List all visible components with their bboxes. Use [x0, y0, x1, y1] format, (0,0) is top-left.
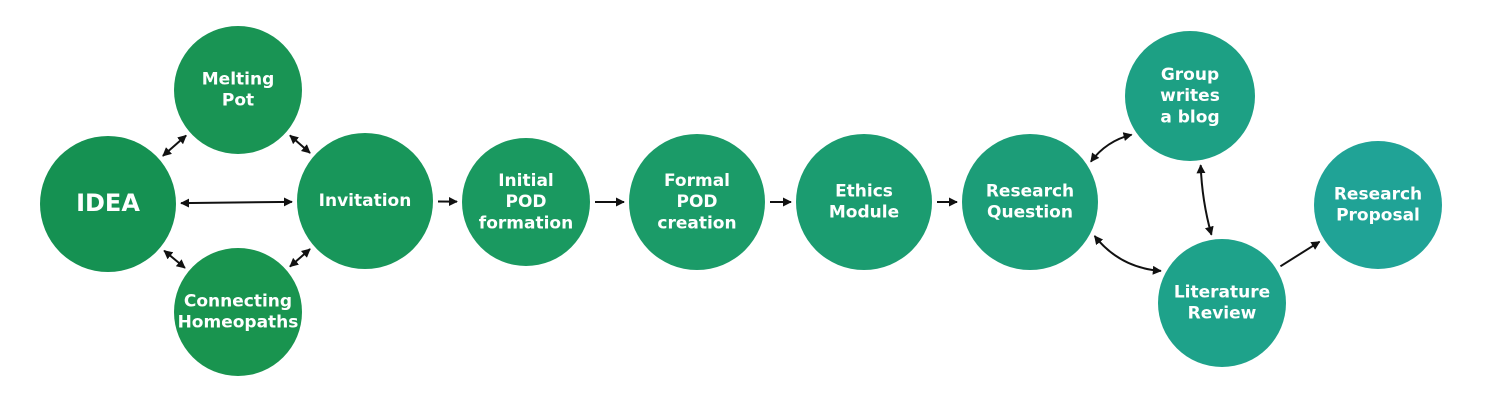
edge-arrow-idea-to-melting [162, 134, 187, 157]
node-label-line: writes [1160, 86, 1220, 106]
edge-arrow-idea-to-connecting [163, 249, 186, 269]
edge-arrow-idea-to-invitation [180, 197, 293, 208]
node-label-line: Melting [202, 69, 275, 89]
node-label-line: Literature [1174, 282, 1270, 302]
node-label-line: Homeopaths [178, 313, 299, 333]
node-label-line: formation [479, 213, 573, 233]
node-label-line: Research [986, 181, 1074, 201]
node-invitation: Invitation [297, 133, 433, 269]
node-circle [962, 134, 1098, 270]
node-circle [462, 138, 590, 266]
node-label-line: creation [657, 213, 736, 233]
node-label-line: Pot [222, 91, 254, 111]
node-label-line: Question [987, 203, 1073, 223]
node-idea: IDEA [40, 136, 176, 272]
edge-arrow-research-q-to-blog [1090, 132, 1133, 163]
node-label-line: POD [676, 192, 717, 212]
node-circle [796, 134, 932, 270]
node-label-line: Connecting [184, 291, 292, 311]
node-label-line: Group [1161, 65, 1219, 85]
node-circle [1158, 239, 1286, 367]
node-label: Invitation [319, 191, 412, 211]
node-circle [1314, 141, 1442, 269]
node-label-line: Initial [498, 171, 554, 191]
node-label-line: Review [1188, 304, 1257, 324]
node-label-line: Formal [664, 171, 730, 191]
node-circle [174, 26, 302, 154]
edge-arrow-connecting-to-invitation [289, 248, 311, 268]
node-label-line: POD [505, 192, 546, 212]
node-circle [40, 136, 176, 272]
edge-arrow-melting-to-invitation [289, 134, 311, 154]
node-label-line: IDEA [76, 189, 140, 217]
edge-arrow-blog-to-literature [1196, 164, 1214, 236]
node-label-line: Invitation [319, 191, 412, 211]
edge-arrow-research-q-to-literature [1093, 235, 1162, 275]
node-label-line: Proposal [1336, 206, 1420, 226]
node-label-line: Ethics [835, 181, 893, 201]
node-label-line: a blog [1160, 107, 1219, 127]
node-circle [1125, 31, 1255, 161]
node-circle [174, 248, 302, 376]
node-label: IDEA [76, 189, 140, 217]
node-circle [629, 134, 765, 270]
edge-arrow-literature-to-proposal [1279, 240, 1321, 268]
node-label-line: Research [1334, 184, 1422, 204]
node-circle [297, 133, 433, 269]
edges-layer [162, 132, 1321, 275]
node-label-line: Module [829, 203, 899, 223]
